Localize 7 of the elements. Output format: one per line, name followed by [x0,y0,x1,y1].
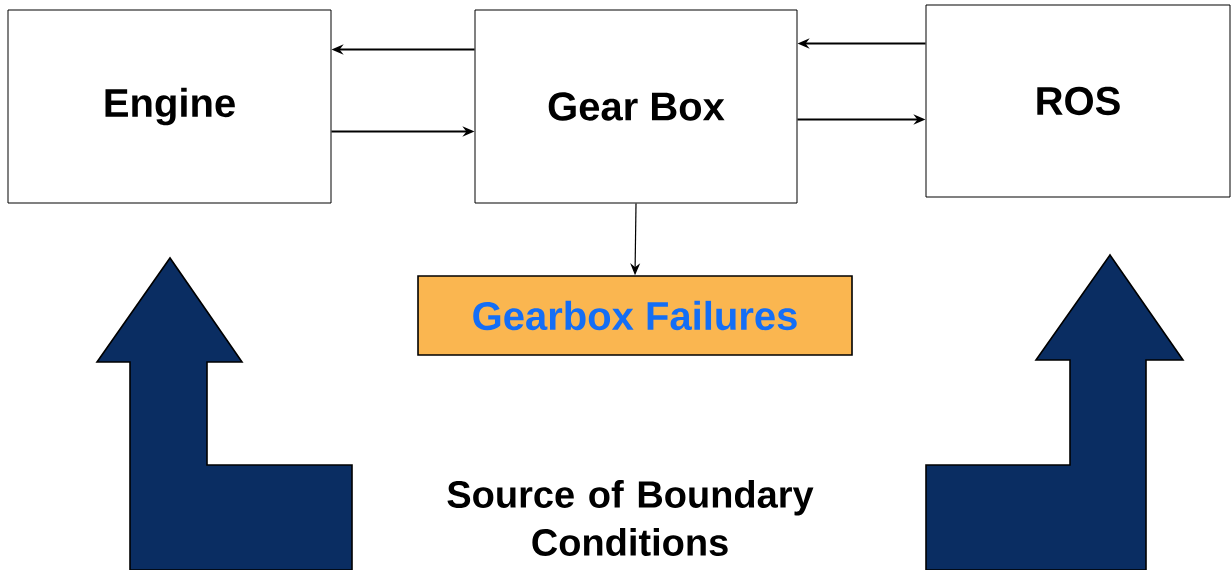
process-box: Gear Box [474,9,798,204]
caption-text: Source of Boundary Conditions [447,480,814,556]
failure-box: Gearbox Failures [417,275,853,356]
process-box: ROS [925,4,1231,198]
process-box: Engine [7,9,332,204]
block-arrow [95,256,353,570]
block-arrow [925,253,1185,570]
